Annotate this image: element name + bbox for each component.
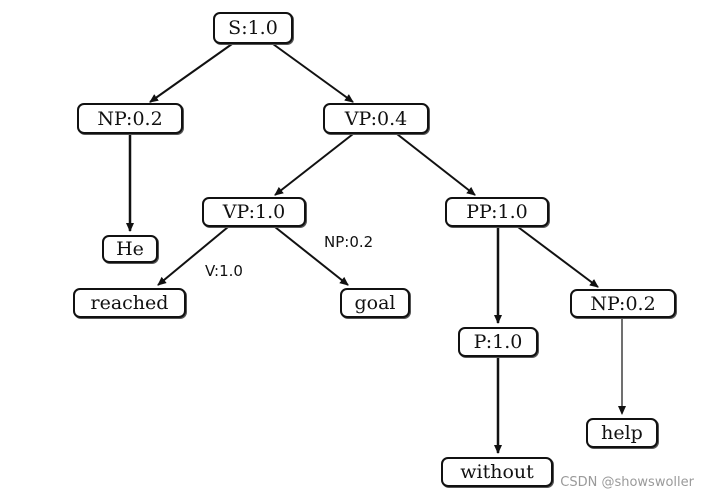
edge-label-v: V:1.0 xyxy=(205,262,243,280)
node-s: S:1.0 xyxy=(213,12,293,44)
edge-vp-to-goal xyxy=(274,226,349,286)
node-without: without xyxy=(441,457,553,487)
node-pp: PP:1.0 xyxy=(445,197,549,227)
edge-vp-to-reached xyxy=(157,226,229,286)
node-p: P:1.0 xyxy=(458,327,538,357)
node-goal: goal xyxy=(340,288,410,318)
edge-vp-to-vp xyxy=(274,133,354,196)
node-vp-mid: VP:1.0 xyxy=(202,197,306,227)
node-np-right: NP:0.2 xyxy=(570,289,676,318)
edge-s-to-vp xyxy=(272,43,354,103)
watermark: CSDN @showswoller xyxy=(560,475,694,490)
node-np-top: NP:0.2 xyxy=(77,103,183,134)
edge-vp-to-pp xyxy=(396,133,476,196)
edge-s-to-np xyxy=(149,43,233,103)
node-reached: reached xyxy=(73,288,186,318)
edge-label-np: NP:0.2 xyxy=(324,233,374,251)
node-he: He xyxy=(102,235,158,263)
edge-pp-to-np xyxy=(517,226,599,288)
node-help: help xyxy=(586,418,658,448)
node-vp-top: VP:0.4 xyxy=(323,103,429,134)
